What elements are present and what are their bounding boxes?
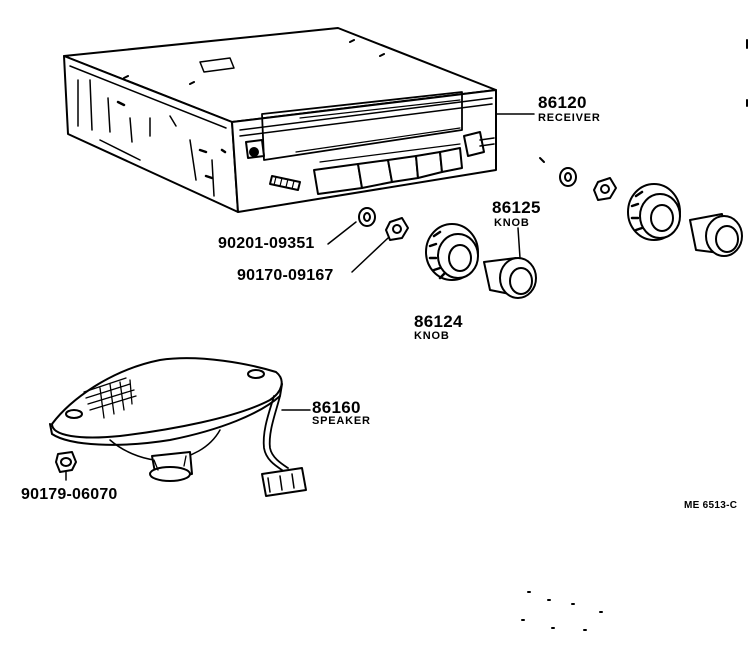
mark-dot xyxy=(539,157,545,163)
speaker-unit xyxy=(49,357,311,497)
nut-number: 90170-09167 xyxy=(237,267,334,284)
washer-left xyxy=(327,207,376,245)
knob-86125 xyxy=(483,227,537,299)
knob-right-inner xyxy=(689,213,743,257)
nut-left xyxy=(351,217,409,273)
speaker-name: SPEAKER xyxy=(312,415,371,427)
receiver-name: RECEIVER xyxy=(538,112,601,124)
knob-outer-name: KNOB xyxy=(414,330,450,342)
scan-specks xyxy=(521,591,603,631)
receiver-unit xyxy=(63,27,535,213)
washer-number: 90201-09351 xyxy=(218,235,315,252)
knob-inner-number: 86125 xyxy=(492,198,541,217)
figure-reference: ME 6513-C xyxy=(684,500,738,511)
knob-right-outer xyxy=(627,183,681,241)
speaker-number: 86160 xyxy=(312,398,361,417)
knob-outer-number: 86124 xyxy=(414,312,463,331)
receiver-number: 86120 xyxy=(538,93,587,112)
knob-86124 xyxy=(425,223,479,281)
speaker-nut xyxy=(55,451,77,481)
nut-right xyxy=(593,177,617,201)
speaker-nut-number: 90179-06070 xyxy=(21,486,118,503)
knob-inner-name: KNOB xyxy=(494,217,530,229)
washer-right xyxy=(559,167,577,187)
